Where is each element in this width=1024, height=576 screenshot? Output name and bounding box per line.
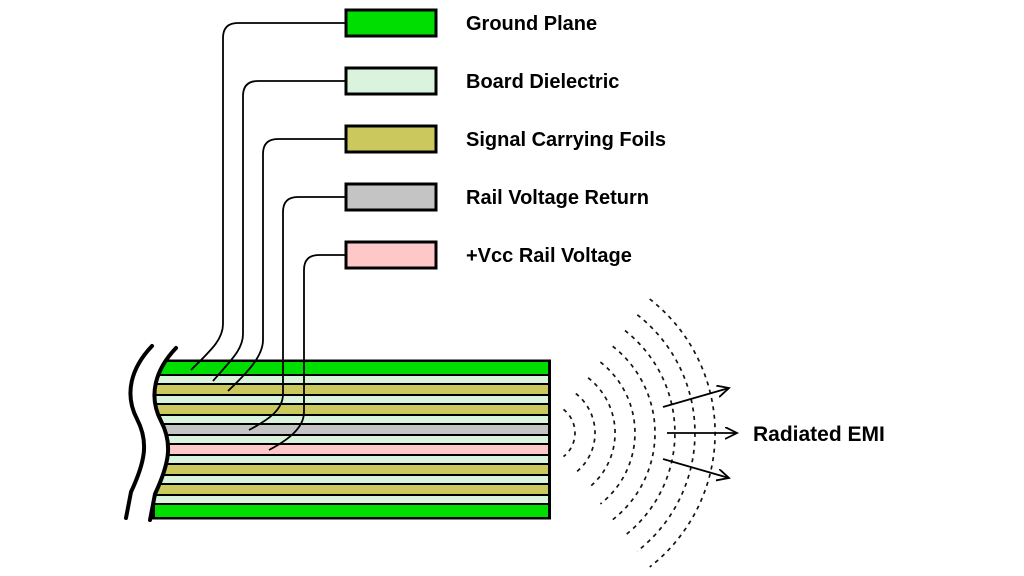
connector-signal-foils (227, 138, 345, 392)
emi-arc-4 (599, 361, 636, 505)
board-layer-dielectric (155, 476, 548, 483)
board-layer-dielectric (155, 396, 548, 403)
legend-swatch-signal-foils (344, 124, 438, 154)
board-layer-dielectric (155, 416, 548, 423)
connector-vcc-rail (268, 254, 345, 451)
connector-ground-plane (190, 22, 345, 371)
legend-swatch-ground-plane (344, 8, 438, 38)
torn-edge-gap (126, 339, 173, 522)
board-layer-signal (155, 465, 548, 474)
legend: Ground Plane Board Dielectric Signal Car… (344, 8, 666, 270)
emi-arrow-up-right (662, 388, 729, 408)
legend-label-vcc-rail: +Vcc Rail Voltage (466, 245, 632, 267)
torn-edge-left-curve (124, 344, 154, 520)
emi-arc-2 (575, 392, 596, 474)
connector-board-dielectric (212, 80, 345, 382)
emi-arc-3 (587, 377, 616, 489)
connector-rail-return (248, 196, 345, 431)
legend-label-rail-return: Rail Voltage Return (466, 187, 649, 209)
board-layer-dielectric (155, 436, 548, 443)
board-layer-signal (155, 485, 548, 494)
board-layer-signal (155, 405, 548, 414)
legend-swatch-board-dielectric (344, 66, 438, 96)
board-layer-dielectric (155, 376, 548, 383)
legend-connectors (190, 22, 345, 451)
emi-label: Radiated EMI (753, 423, 885, 446)
board-layer-signal (155, 385, 548, 394)
radiated-emi: Radiated EMI (562, 298, 885, 568)
board-layer-ground (155, 505, 548, 517)
board-layer-vcc (155, 445, 548, 454)
board-layer-ground (155, 362, 548, 374)
legend-label-ground-plane: Ground Plane (466, 13, 597, 35)
board-layers (155, 362, 548, 517)
legend-label-signal-foils: Signal Carrying Foils (466, 129, 666, 151)
legend-label-board-dielectric: Board Dielectric (466, 71, 619, 93)
board-layer-return (155, 425, 548, 434)
emi-arc-5 (612, 345, 656, 521)
legend-item-ground-plane: Ground Plane (344, 8, 597, 38)
legend-item-board-dielectric: Board Dielectric (344, 66, 619, 96)
legend-swatch-rail-return (344, 182, 438, 212)
torn-edge-right-curve (148, 346, 178, 522)
board-layer-dielectric (155, 496, 548, 503)
emi-arrow-down-right (662, 458, 729, 478)
legend-item-rail-return: Rail Voltage Return (344, 182, 649, 212)
emi-arc-1 (562, 408, 576, 458)
legend-item-vcc-rail: +Vcc Rail Voltage (344, 240, 632, 270)
legend-swatch-vcc-rail (344, 240, 438, 270)
board-layer-dielectric (155, 456, 548, 463)
legend-item-signal-foils: Signal Carrying Foils (344, 124, 666, 154)
board-stack (124, 339, 551, 522)
